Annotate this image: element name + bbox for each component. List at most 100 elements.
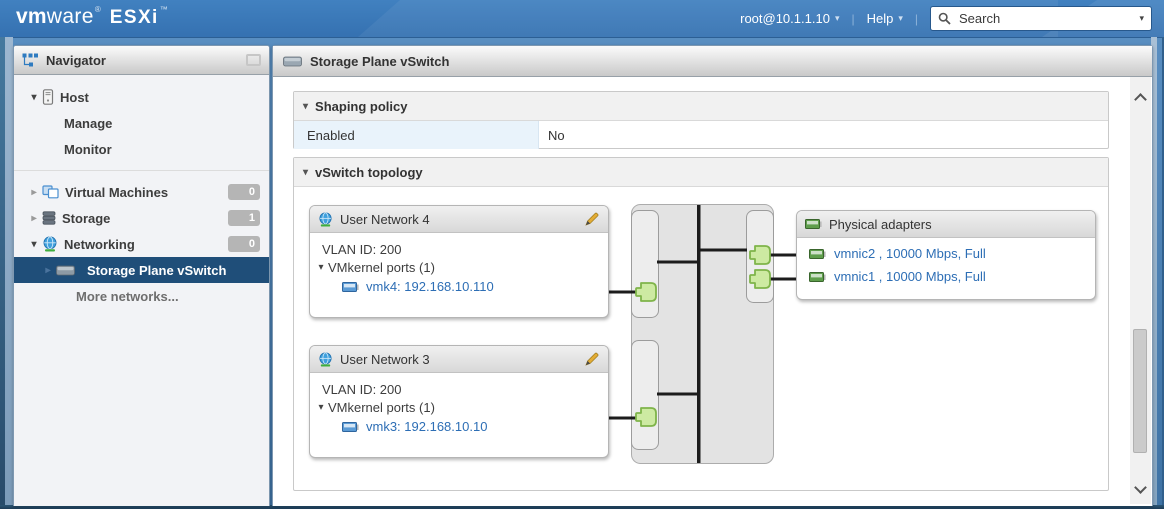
vmk-nic-icon — [342, 281, 359, 292]
sidebar-item-host[interactable]: ▾ Host — [14, 84, 269, 110]
uplink-port-icon — [749, 245, 771, 265]
window-frame-right-light — [1151, 37, 1157, 505]
sidebar-item-more-networks[interactable]: More networks... — [14, 283, 269, 309]
port-icon — [635, 282, 657, 302]
portgroup-card-body: VLAN ID: 200 ▾ VMkernel ports (1) vmk4 — [310, 242, 608, 294]
sidebar-item-label: Manage — [64, 115, 113, 131]
vswitch-icon — [283, 55, 302, 67]
uplink-port-icon — [749, 269, 771, 289]
shaping-enabled-label: Enabled — [294, 121, 539, 149]
vmnic-link[interactable]: vmnic2 , 10000 Mbps, Full — [809, 246, 1095, 261]
sidebar-item-storage[interactable]: ▸ Storage 1 — [14, 205, 269, 231]
sidebar-item-networking[interactable]: ▾ Networking 0 — [14, 231, 269, 257]
sidebar-item-label: Virtual Machines — [65, 184, 169, 200]
caret-down-icon[interactable]: ▾ — [31, 238, 37, 250]
vmkernel-ports-toggle[interactable]: ▾ VMkernel ports (1) — [314, 400, 608, 415]
section-title: Shaping policy — [315, 98, 408, 114]
vmware-esxi-logo: vmware®ESXi™ — [16, 5, 168, 29]
window-frame-left-light — [5, 37, 13, 505]
networking-globe-icon — [42, 236, 58, 252]
vmkernel-ports-toggle[interactable]: ▾ VMkernel ports (1) — [314, 260, 608, 275]
sidebar-item-storage-plane-vswitch[interactable]: ▸ Storage Plane vSwitch — [14, 257, 269, 283]
caret-right-icon[interactable]: ▸ — [31, 212, 37, 224]
vmk-link[interactable]: vmk3: 192.168.10.10 — [342, 419, 608, 434]
connector-line — [608, 290, 636, 294]
vertical-scrollbar[interactable] — [1130, 77, 1151, 504]
popout-icon[interactable] — [246, 54, 261, 66]
caret-down-icon: ▾ — [318, 262, 324, 273]
count-badge: 0 — [228, 236, 260, 252]
caret-right-icon[interactable]: ▸ — [45, 264, 51, 276]
help-menu-label: Help — [866, 11, 894, 26]
portgroup-card-header: User Network 3 — [310, 346, 608, 373]
navigator-header: Navigator — [14, 46, 269, 75]
navigator-title: Navigator — [46, 52, 106, 68]
search-box[interactable]: ▾ — [930, 6, 1152, 31]
sidebar-item-manage[interactable]: Manage — [14, 110, 269, 136]
vmnic-link-label: vmnic1 , 10000 Mbps, Full — [834, 269, 986, 284]
help-menu[interactable]: Help ▾ — [867, 11, 903, 26]
window-frame-right-dark — [1162, 37, 1164, 509]
trademark-mark: ™ — [159, 5, 168, 14]
scroll-up-icon[interactable] — [1134, 93, 1147, 106]
connector-line — [657, 392, 698, 396]
navigator-panel: Navigator ▾ Host Manage — [13, 45, 270, 506]
topbar-separator: | — [851, 11, 855, 26]
shaping-policy-header[interactable]: ▾ Shaping policy — [294, 92, 1108, 121]
connector-line — [700, 248, 747, 252]
topbar-right-cluster: root@10.1.1.10 ▾ | Help ▾ | ▾ — [740, 0, 1152, 37]
navigator-tree-icon — [22, 53, 38, 66]
caret-right-icon[interactable]: ▸ — [31, 186, 37, 198]
vlan-id: VLAN ID: 200 — [322, 242, 402, 257]
content-header: Storage Plane vSwitch — [273, 46, 1152, 77]
topology-wires — [608, 204, 797, 464]
portgroup-title: User Network 4 — [340, 211, 430, 227]
connector-line — [768, 253, 797, 257]
portgroup-title: User Network 3 — [340, 351, 430, 367]
edit-pencil-icon[interactable] — [584, 351, 600, 367]
network-globe-icon — [318, 351, 333, 367]
physical-adapters-header: Physical adapters — [797, 211, 1095, 238]
portgroup-card-user-network-4: User Network 4 VLAN ID: 200 ▾ VMker — [309, 205, 609, 318]
vmnic-link[interactable]: vmnic1 , 10000 Mbps, Full — [809, 269, 1095, 284]
sidebar-item-label: Networking — [64, 236, 135, 252]
page-title: Storage Plane vSwitch — [310, 53, 450, 69]
vswitch-body — [631, 204, 774, 464]
vswitch-topology-section: ▾ vSwitch topology — [293, 157, 1109, 491]
physical-adapters-body: vmnic2 , 10000 Mbps, Full vmnic1 , 10000… — [797, 246, 1095, 284]
content-panel: Storage Plane vSwitch ▾ Shaping policy E… — [272, 45, 1153, 506]
portgroup-card-user-network-3: User Network 3 VLAN ID: 200 ▾ VMker — [309, 345, 609, 458]
physical-nic-icon — [805, 218, 822, 230]
vmk-nic-icon — [342, 421, 359, 432]
vswitch-topology-header[interactable]: ▾ vSwitch topology — [294, 158, 1108, 187]
logo-esxi: ESXi — [109, 7, 159, 28]
search-icon — [938, 12, 951, 25]
sidebar-item-virtual-machines[interactable]: ▸ Virtual Machines 0 — [14, 179, 269, 205]
edit-pencil-icon[interactable] — [584, 211, 600, 227]
sidebar-item-monitor[interactable]: Monitor — [14, 136, 269, 162]
port-icon — [635, 407, 657, 427]
physical-adapters-title: Physical adapters — [829, 216, 932, 232]
window-frame-bottom — [0, 505, 1164, 509]
scroll-down-icon[interactable] — [1134, 481, 1147, 494]
shaping-policy-section: ▾ Shaping policy Enabled No — [293, 91, 1109, 149]
virtual-machines-icon — [42, 185, 59, 199]
storage-icon — [42, 211, 56, 225]
navigator-tree: ▾ Host Manage Monitor ▸ — [14, 75, 269, 309]
caret-down-icon: ▾ — [318, 402, 324, 413]
connector-line — [768, 277, 797, 281]
search-input[interactable] — [957, 10, 1132, 27]
vmk-link[interactable]: vmk4: 192.168.10.110 — [342, 279, 608, 294]
window-frame-left-dark — [0, 37, 5, 509]
scrollbar-thumb[interactable] — [1133, 329, 1147, 453]
user-menu[interactable]: root@10.1.1.10 ▾ — [740, 11, 839, 26]
search-dropdown-caret-icon[interactable]: ▾ — [1139, 13, 1144, 23]
vmnic-link-label: vmnic2 , 10000 Mbps, Full — [834, 246, 986, 261]
portgroup-card-body: VLAN ID: 200 ▾ VMkernel ports (1) vmk3 — [310, 382, 608, 434]
physical-nic-icon — [809, 271, 826, 282]
caret-down-icon[interactable]: ▾ — [31, 91, 37, 103]
shaping-enabled-value: No — [548, 127, 565, 143]
host-icon — [42, 89, 54, 105]
user-menu-label: root@10.1.1.10 — [740, 11, 830, 26]
